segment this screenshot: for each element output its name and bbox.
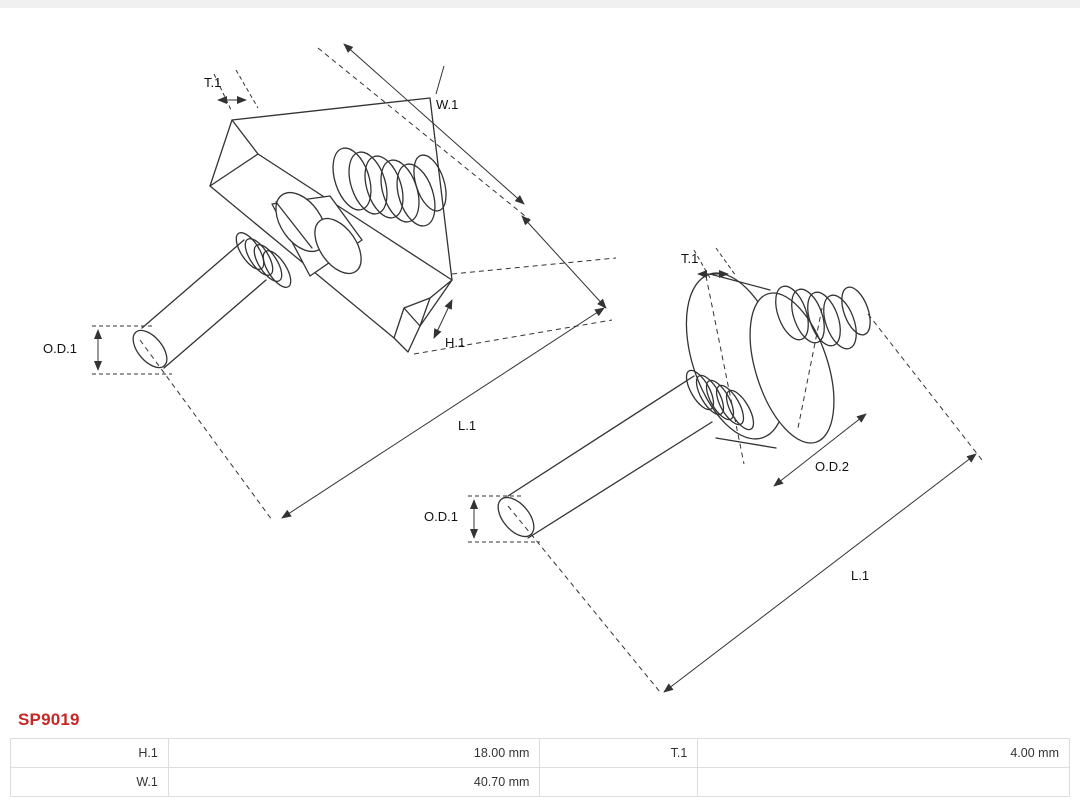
specifications-table: H.1 18.00 mm T.1 4.00 mm W.1 40.70 mm <box>10 738 1070 797</box>
label-w1-left: W.1 <box>436 97 458 112</box>
dim-l1-left <box>139 307 605 521</box>
label-t1-left: T.1 <box>204 75 221 90</box>
left-collar-rings <box>235 232 292 288</box>
spec-value-w1: 40.70 mm <box>167 767 541 797</box>
table-row: W.1 40.70 mm <box>10 767 1070 797</box>
technical-drawing: T.1 W.1 H.1 O.D.1 L.1 T.1 O.D.2 O.D.1 L.… <box>0 8 1080 698</box>
spec-value-h1: 18.00 mm <box>167 738 541 768</box>
right-disc <box>685 272 835 449</box>
label-od1-right: O.D.1 <box>424 509 458 524</box>
dim-l1-right <box>507 313 983 693</box>
dim-od1-right <box>468 495 540 543</box>
label-od1-left: O.D.1 <box>43 341 77 356</box>
dim-w1-left <box>317 43 531 221</box>
label-l1-right: L.1 <box>851 568 869 583</box>
left-cylinder-body <box>271 191 363 277</box>
spec-label-t1: T.1 <box>539 738 699 768</box>
top-bar <box>0 0 1080 8</box>
spec-value-empty <box>697 767 1070 797</box>
spec-label-w1: W.1 <box>10 767 169 797</box>
label-t1-right: T.1 <box>681 251 698 266</box>
part-number: SP9019 <box>18 710 80 729</box>
right-shaft <box>497 375 713 539</box>
label-od2-right: O.D.2 <box>815 459 849 474</box>
dim-t1-right <box>693 247 737 279</box>
spec-label-empty <box>539 767 699 797</box>
table-row: H.1 18.00 mm T.1 4.00 mm <box>10 738 1070 768</box>
right-collar-rings <box>685 369 755 431</box>
label-l1-left: L.1 <box>458 418 476 433</box>
spec-value-t1: 4.00 mm <box>697 738 1070 768</box>
dim-t1-left <box>213 69 259 113</box>
spec-label-h1: H.1 <box>10 738 169 768</box>
left-shaft <box>132 239 267 369</box>
dim-od1-left <box>92 325 172 375</box>
label-h1-left: H.1 <box>445 335 465 350</box>
